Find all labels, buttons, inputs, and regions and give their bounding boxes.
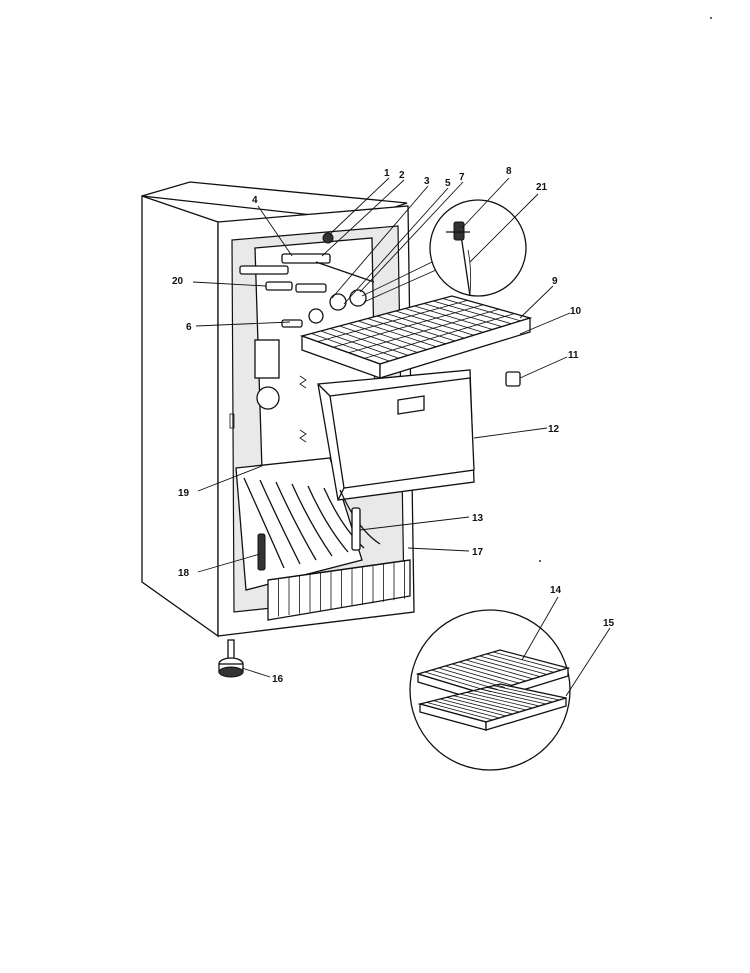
callout-1: 1 (384, 168, 390, 179)
floor-rib (291, 483, 333, 557)
floor-rib (243, 477, 285, 569)
floor-rib (275, 481, 317, 561)
wire-line (433, 700, 500, 719)
wire-line (405, 308, 484, 333)
part-16 (257, 533, 266, 571)
wire-line (431, 669, 499, 691)
callout-2: 2 (399, 170, 405, 181)
wire-line (452, 663, 520, 684)
wire-line (423, 303, 502, 328)
interior-details (229, 232, 375, 443)
wire-line (348, 323, 428, 351)
stray-mark (710, 17, 712, 19)
callout-8: 8 (506, 166, 512, 177)
wire-line (376, 315, 456, 342)
wire-line (358, 320, 437, 348)
callout-16: 16 (272, 674, 284, 685)
wire-line (424, 671, 492, 693)
callout-14: 14 (550, 585, 562, 596)
leveling-leg (218, 639, 244, 678)
callout-19: 19 (178, 488, 190, 499)
wire-line (414, 305, 493, 330)
crisper-drawer (317, 369, 475, 501)
callout-13: 13 (472, 513, 484, 524)
wire-line (493, 651, 562, 671)
crisper-floor-ribs (243, 477, 381, 569)
wire-line (329, 328, 409, 356)
wire-line (486, 653, 555, 673)
wire-line (466, 691, 533, 709)
wire-line (458, 661, 527, 682)
wire-line (453, 695, 520, 713)
callout-20: 20 (172, 276, 184, 287)
wire-line (493, 685, 560, 701)
shelves-detail-circle (409, 609, 571, 771)
callout-21: 21 (536, 182, 548, 193)
callout-6: 6 (186, 322, 192, 333)
wire-line (446, 696, 513, 715)
callout-3: 3 (424, 176, 430, 187)
wire-line (438, 667, 506, 688)
wire-line (445, 665, 513, 686)
part-11 (505, 371, 521, 387)
wire-line (386, 313, 465, 339)
wire-line (333, 304, 484, 348)
wire-line (433, 300, 512, 325)
callout-labels: 1 2 3 4 5 6 7 8 9 10 11 12 13 14 15 16 1… (172, 166, 615, 685)
part-13 (351, 507, 361, 551)
wire-line (479, 655, 548, 675)
wire-line (364, 313, 515, 359)
leader-lines (192, 177, 611, 697)
callout-9: 9 (552, 276, 558, 287)
wire-line (317, 300, 468, 342)
wire-line (395, 310, 474, 336)
wire-line (339, 325, 418, 353)
wire-line (486, 686, 553, 703)
floor-rib (259, 479, 301, 565)
wire-line (367, 318, 446, 345)
wire-line (439, 698, 507, 717)
callout-10: 10 (570, 306, 582, 317)
wire-line (479, 688, 547, 705)
wire-line (320, 330, 399, 359)
floor-rib (307, 485, 349, 553)
callout-17: 17 (472, 547, 484, 558)
thermostat-detail-circle (361, 199, 527, 303)
top-shelf (299, 295, 533, 379)
callout-15: 15 (603, 618, 615, 629)
wire-line (348, 308, 499, 354)
wire-line (426, 701, 493, 721)
callout-4: 4 (252, 195, 258, 206)
wire-line (459, 693, 527, 711)
wire-line (473, 690, 540, 707)
callout-18: 18 (178, 568, 190, 579)
stray-mark (539, 560, 541, 562)
wire-line (472, 657, 541, 678)
callout-11: 11 (568, 350, 579, 361)
wire-line (442, 298, 521, 322)
callout-5: 5 (445, 178, 451, 189)
callout-12: 12 (548, 424, 560, 435)
wire-line (465, 659, 534, 680)
wire-line (311, 333, 390, 362)
callout-7: 7 (459, 172, 465, 183)
bottom-grille (267, 559, 411, 621)
